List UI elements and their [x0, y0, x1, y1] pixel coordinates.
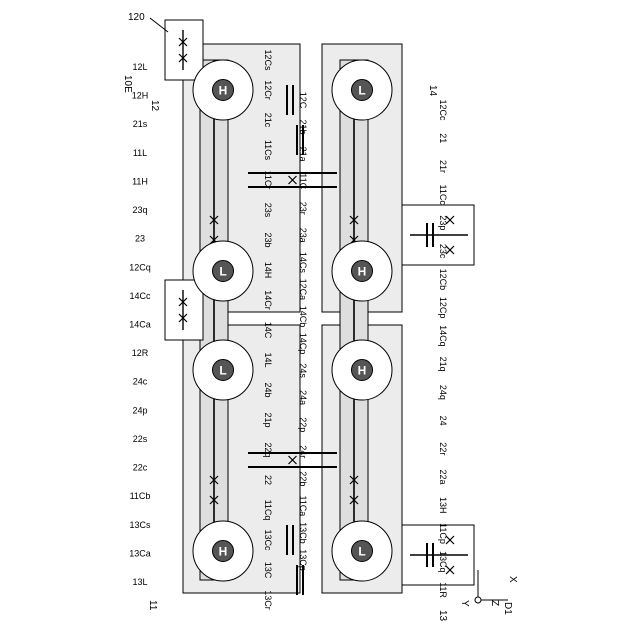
ref-label: 13C: [263, 562, 273, 579]
ref-label: 13Cc: [263, 529, 273, 551]
ref-label: 14Cp: [298, 333, 308, 355]
ref-label: 21b: [298, 120, 308, 135]
ref-label: 13Cs: [129, 520, 151, 530]
ref-label: 14Cq: [438, 325, 448, 347]
axis-d1-label: D1: [502, 602, 513, 615]
ref-label: 24b: [263, 382, 273, 397]
module-label: 13: [437, 610, 448, 622]
qubit-letter: L: [219, 364, 226, 378]
ref-label: 11Cb: [130, 491, 151, 501]
ref-label: 14C: [263, 322, 273, 339]
ref-label: 12Cp: [438, 297, 448, 319]
module-label: 14: [427, 85, 438, 97]
ref-label: 23c: [438, 244, 448, 259]
ref-label: 22b: [298, 471, 308, 486]
qubit-letter: H: [219, 84, 228, 98]
axis-y-label: Y: [459, 600, 470, 607]
ref-label: 13Cb: [298, 522, 308, 544]
ref-label: 14Cc: [129, 291, 151, 301]
ref-label: 23b: [263, 232, 273, 247]
ref-label: 22a: [438, 470, 448, 485]
ref-label: 24p: [132, 405, 147, 415]
ref-label: 24c: [133, 377, 148, 387]
ref-label: 12Cb: [438, 269, 448, 291]
ref-label: 24: [438, 416, 448, 426]
ref-label: 13H: [438, 497, 448, 514]
ref-label: 13Ca: [129, 548, 151, 558]
ref-label: 11Cp: [438, 523, 448, 544]
ref-label: 23s: [263, 203, 273, 218]
axis-x-label: X: [507, 576, 518, 583]
ref-label: 22r: [438, 442, 448, 455]
ref-label: 24a: [298, 390, 308, 405]
ref-label: 14H: [263, 262, 273, 279]
ref-label: 12Cq: [129, 262, 151, 272]
ref-label: 21q: [438, 357, 448, 372]
ref-label: 23: [135, 234, 145, 244]
qubit-letter: L: [358, 84, 365, 98]
ref-label: 12Ca: [298, 279, 308, 301]
resonator-box: [165, 280, 203, 340]
ref-label: 11H: [132, 176, 148, 186]
ref-label: 23q: [132, 205, 147, 215]
ref-label: 13Cr: [263, 590, 273, 610]
resonator-box: [165, 20, 203, 80]
ref-label: 11Ca: [298, 495, 308, 516]
module-label: 11: [147, 600, 158, 611]
ref-label: 21p: [263, 412, 273, 427]
axis-z-label: Z: [489, 600, 500, 606]
ref-label: 14Cb: [298, 306, 308, 328]
ref-label: 21c: [263, 113, 273, 128]
figure-number: 120: [128, 12, 145, 23]
ref-label: 22c: [133, 463, 148, 473]
ref-label: 12Cc: [438, 99, 448, 121]
ref-label: 11Cs: [263, 140, 273, 161]
ref-label: 12H: [132, 91, 149, 101]
qubit-letter: H: [358, 364, 367, 378]
ref-label: 14Cr: [263, 290, 273, 310]
ref-label: 21r: [438, 160, 448, 173]
ref-label: 13Cp: [298, 549, 308, 571]
ref-label: 11C: [298, 173, 308, 189]
ref-label: 23p: [438, 215, 448, 230]
figure-sub-label: 10E: [122, 75, 133, 93]
qubit-letter: H: [219, 545, 228, 559]
qubit-letter: L: [219, 265, 226, 279]
ref-label: 24q: [438, 385, 448, 400]
axis-z-symbol: [475, 597, 481, 603]
ref-label: 22p: [298, 417, 308, 432]
ref-label: 13L: [132, 577, 147, 587]
ref-label: 12Cr: [263, 80, 273, 100]
ref-label: 11Cr: [263, 171, 273, 190]
ref-label: 21: [438, 133, 448, 143]
ref-label: 14Cs: [298, 252, 308, 274]
ref-label: 11L: [133, 148, 147, 158]
ref-label: 13Cq: [438, 551, 448, 573]
ref-label: 22q: [263, 442, 273, 457]
ref-label: 11R: [438, 582, 448, 598]
ref-label: 24s: [298, 363, 308, 378]
module-label: 12: [149, 100, 160, 112]
ref-label: 22: [263, 475, 273, 485]
ref-label: 12C: [298, 92, 308, 109]
ref-label: 12L: [132, 62, 147, 72]
ref-label: 11Cq: [263, 500, 273, 521]
ref-label: 21s: [133, 119, 148, 129]
ref-label: 22s: [133, 434, 148, 444]
ref-label: 21a: [298, 147, 308, 162]
ref-label: 23r: [298, 202, 308, 215]
ref-label: 12R: [132, 348, 149, 358]
qubit-letter: L: [358, 545, 365, 559]
ref-label: 24r: [298, 445, 308, 458]
ref-label: 12Cs: [263, 49, 273, 71]
ref-label: 23a: [298, 228, 308, 243]
qubit-letter: H: [358, 265, 367, 279]
ref-label: 14Ca: [129, 320, 151, 330]
ref-label: 14L: [263, 352, 273, 367]
ref-label: 11Cc: [438, 185, 448, 206]
